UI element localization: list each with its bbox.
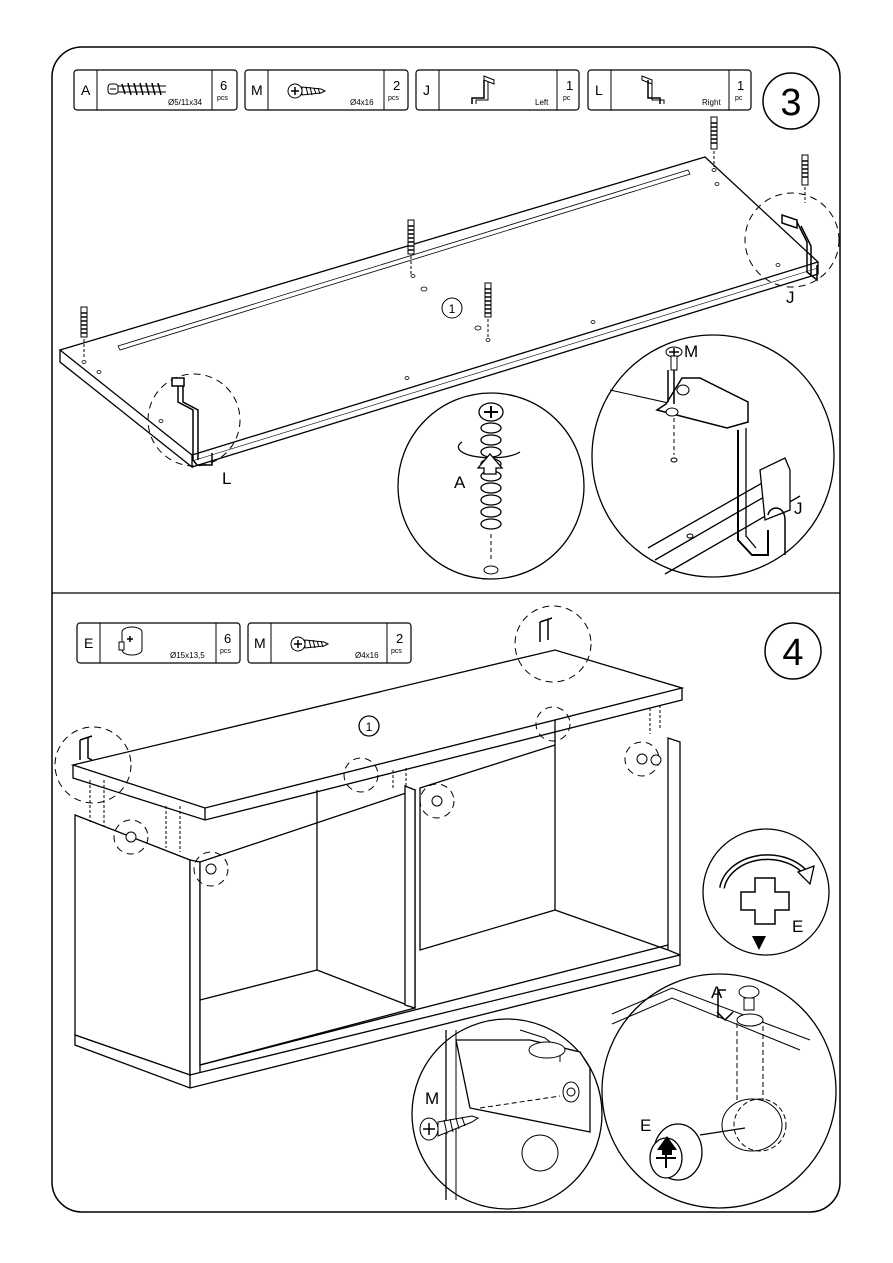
dowel-guides: [89, 705, 661, 852]
detail-circle-L: [147, 373, 241, 467]
part-card-L: L Right 1 pc: [587, 69, 752, 111]
top-panel-drawing: 1: [58, 156, 820, 469]
step-number: 4: [782, 632, 803, 674]
part-letter: L: [595, 82, 603, 98]
callout-M: M: [425, 1089, 439, 1108]
part-spec: Right: [702, 98, 721, 107]
bracket-icon: [781, 213, 818, 282]
part-letter: A: [81, 82, 91, 98]
part-qty: 6: [224, 631, 231, 646]
callout-L: L: [222, 469, 231, 488]
bracket-icon: [79, 617, 553, 761]
detail-circle-J: [744, 192, 840, 288]
part-spec: Ø15x13,5: [170, 651, 205, 660]
bracket-icon: [171, 377, 213, 466]
part-card-J: J Left 1 pc: [415, 69, 580, 111]
step-4: E Ø15x13,5 6 pcs M Ø4x16 2: [54, 605, 837, 1210]
callout-M: M: [684, 342, 698, 361]
part-letter: M: [254, 635, 266, 651]
part-unit: pcs: [217, 95, 228, 102]
part-letter: M: [251, 82, 263, 98]
part-unit: pc: [563, 95, 571, 102]
part-qty: 1: [566, 78, 573, 93]
detail-screw: M: [411, 1018, 603, 1210]
part-unit: pcs: [391, 648, 402, 655]
detail-cam-lock: A E: [601, 973, 837, 1209]
part-letter: E: [84, 635, 93, 651]
board-ref: 1: [449, 302, 456, 316]
callout-J-detail: J: [794, 499, 803, 518]
cam-lock-icon: [125, 753, 662, 875]
part-card-M: M Ø4x16 2 pcs: [247, 622, 412, 664]
board-ref: 1: [366, 720, 373, 734]
part-qty: 6: [220, 78, 227, 93]
part-card-M: M Ø4x16 2 pcs: [244, 69, 409, 111]
step-number-badge: [764, 622, 822, 680]
step-number: 3: [780, 82, 801, 124]
part-spec: Ø4x16: [350, 98, 374, 107]
detail-cam-bolt: A: [397, 392, 585, 580]
rotate-indicator: E: [702, 828, 830, 956]
step-number-badge: [762, 72, 820, 130]
bracket-icon: [641, 75, 665, 104]
callout-J: J: [786, 288, 795, 307]
part-unit: pcs: [388, 95, 399, 102]
part-qty: 1: [737, 78, 744, 93]
part-unit: pc: [735, 95, 743, 102]
part-unit: pcs: [220, 648, 231, 655]
cam-bolt-icon: [107, 82, 166, 96]
part-qty: 2: [393, 78, 400, 93]
part-letter: J: [423, 82, 430, 98]
top-panel-drawing: [70, 649, 685, 821]
cam-lock-icon: [118, 626, 143, 656]
callout-A: A: [711, 983, 723, 1002]
part-spec: Left: [535, 98, 549, 107]
bracket-icon: [471, 75, 495, 104]
screw-icon: [290, 636, 330, 652]
part-spec: Ø4x16: [355, 651, 379, 660]
screw-icon: [287, 83, 327, 99]
detail-markers: [54, 605, 660, 887]
part-qty: 2: [396, 631, 403, 646]
part-spec: Ø5/11x34: [168, 98, 203, 107]
step-3: A Ø5/11x34 6 pcs M Ø4x16: [58, 69, 840, 580]
part-card-A: A Ø5/11x34 6 pcs: [73, 69, 238, 111]
callout-E: E: [640, 1116, 651, 1135]
detail-bracket-screw: M J: [591, 334, 835, 578]
part-card-E: E Ø15x13,5 6 pcs: [76, 622, 241, 664]
callout-A: A: [454, 473, 466, 492]
callout-E-rotate: E: [792, 917, 803, 936]
cam-bolt-icon: [80, 116, 809, 359]
page-frame: [51, 46, 841, 1213]
